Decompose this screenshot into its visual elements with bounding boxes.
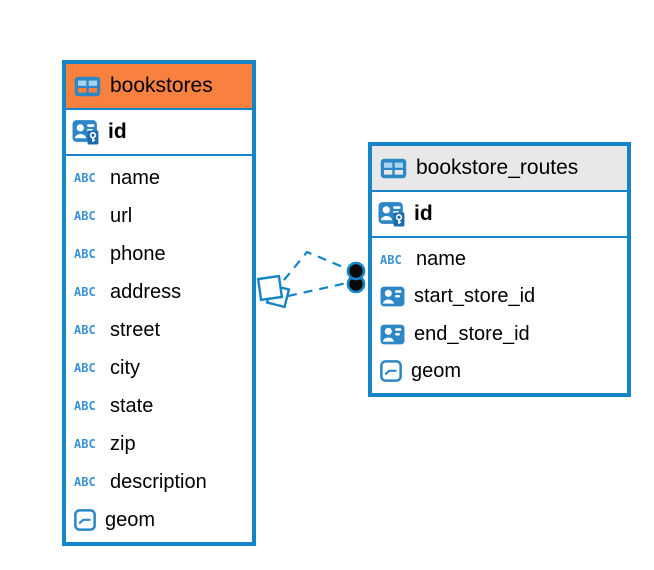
entity-table-bookstore-routes[interactable]: bookstore_routes id ABC name start_ <box>368 142 631 397</box>
column-row-state[interactable]: ABC state <box>66 387 252 425</box>
relation-line-lower[interactable] <box>287 281 348 298</box>
foreign-key-column-icon <box>380 324 405 345</box>
primary-key-column-icon <box>72 119 100 145</box>
column-name: phone <box>110 242 166 265</box>
foreign-key-column-icon <box>380 286 405 307</box>
text-type-icon: ABC <box>74 323 96 337</box>
column-name: name <box>110 166 161 189</box>
column-name: zip <box>110 432 136 455</box>
column-name: address <box>110 280 182 303</box>
column-name: geom <box>411 359 462 382</box>
column-name: state <box>110 394 154 417</box>
table-header[interactable]: bookstores <box>66 64 252 110</box>
column-list: ABC name ABC url ABC phone ABC address A… <box>66 156 252 542</box>
text-type-icon: ABC <box>74 171 96 185</box>
column-name: name <box>416 248 467 271</box>
text-type-icon: ABC <box>74 475 96 489</box>
primary-key-row[interactable]: id <box>372 192 627 238</box>
column-name: street <box>110 318 161 341</box>
table-icon <box>74 76 101 97</box>
column-name: geom <box>105 508 156 531</box>
column-name: city <box>110 356 140 379</box>
table-header[interactable]: bookstore_routes <box>372 146 627 192</box>
text-type-icon: ABC <box>74 209 96 223</box>
column-row-address[interactable]: ABC address <box>66 273 252 311</box>
column-row-geom[interactable]: geom <box>66 501 252 539</box>
column-list: ABC name start_store_id end_store_id geo… <box>372 238 627 393</box>
column-row-phone[interactable]: ABC phone <box>66 235 252 273</box>
column-row-geom[interactable]: geom <box>372 353 627 390</box>
text-type-icon: ABC <box>74 399 96 413</box>
column-row-name[interactable]: ABC name <box>66 159 252 197</box>
geometry-type-icon <box>74 509 96 531</box>
relation-line-upper[interactable] <box>283 250 351 281</box>
column-name: description <box>110 470 207 493</box>
primary-key-name: id <box>414 202 433 225</box>
table-name: bookstore_routes <box>416 156 579 179</box>
primary-key-column-icon <box>378 201 406 227</box>
column-row-street[interactable]: ABC street <box>66 311 252 349</box>
geometry-type-icon <box>380 360 402 383</box>
text-type-icon: ABC <box>74 285 96 299</box>
entity-table-bookstores[interactable]: bookstores id ABC name ABC url ABC phone… <box>62 60 256 546</box>
column-row-city[interactable]: ABC city <box>66 349 252 387</box>
column-name: start_store_id <box>414 285 536 308</box>
table-name: bookstores <box>110 74 213 97</box>
text-type-icon: ABC <box>380 252 402 267</box>
column-row-description[interactable]: ABC description <box>66 463 252 501</box>
primary-key-name: id <box>108 120 127 143</box>
relation-target-marker <box>346 261 366 294</box>
column-row-name[interactable]: ABC name <box>372 241 627 278</box>
table-icon <box>380 158 407 179</box>
primary-key-row[interactable]: id <box>66 110 252 156</box>
column-row-start_store_id[interactable]: start_store_id <box>372 278 627 315</box>
column-row-url[interactable]: ABC url <box>66 197 252 235</box>
column-row-end_store_id[interactable]: end_store_id <box>372 316 627 353</box>
column-name: url <box>110 204 133 227</box>
relation-source-marker <box>256 274 291 309</box>
text-type-icon: ABC <box>74 361 96 375</box>
column-row-zip[interactable]: ABC zip <box>66 425 252 463</box>
text-type-icon: ABC <box>74 437 96 451</box>
text-type-icon: ABC <box>74 247 96 261</box>
column-name: end_store_id <box>414 322 530 345</box>
